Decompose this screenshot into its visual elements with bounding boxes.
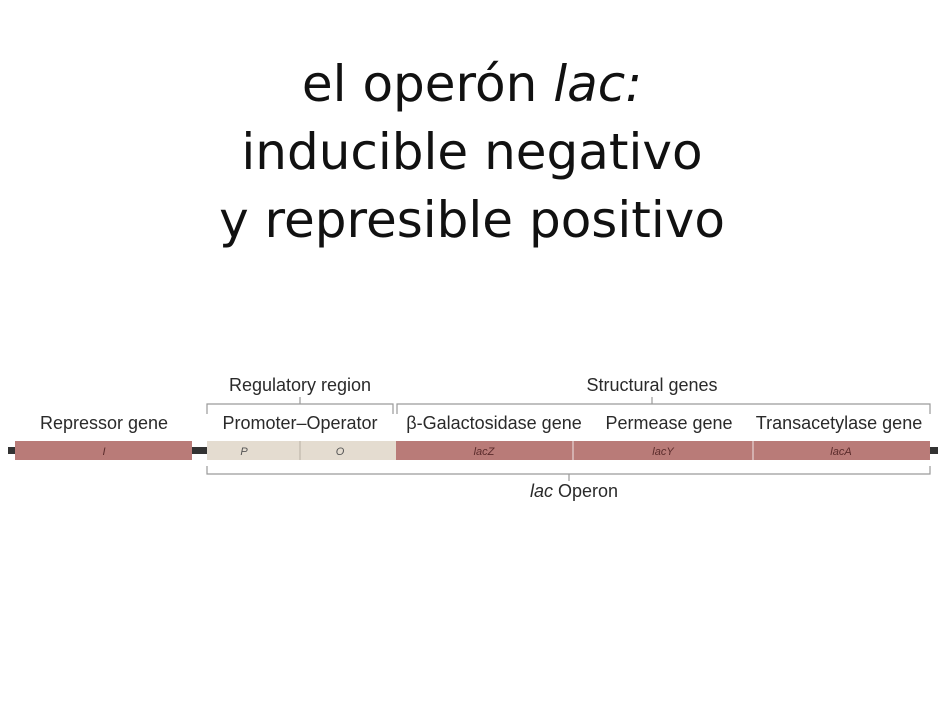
lac-operon-label-italic: lac <box>530 481 553 501</box>
lac-operon-label: lac Operon <box>530 481 618 501</box>
laca-segment-label: lacA <box>830 446 851 458</box>
lac-operon-bracket <box>206 466 931 481</box>
title-line-3: y represible positivo <box>219 191 725 249</box>
transacetylase-gene-label: Transacetylase gene <box>756 413 922 433</box>
operator-segment-label: O <box>336 446 345 458</box>
structural-genes-label: Structural genes <box>586 375 717 395</box>
slide-title: el operón lac: inducible negativo y repr… <box>0 50 944 254</box>
lacy-segment <box>573 441 753 460</box>
lacy-segment-label: lacY <box>652 446 674 458</box>
regulatory-region-label: Regulatory region <box>229 375 371 395</box>
repressor-gene-segment <box>15 441 192 460</box>
galactosidase-gene-label: β-Galactosidase gene <box>406 413 581 433</box>
repressor-segment-label: I <box>102 446 105 458</box>
laca-segment <box>753 441 930 460</box>
permease-gene-label: Permease gene <box>605 413 732 433</box>
promoter-segment <box>207 441 300 460</box>
structural-genes-bracket <box>396 397 931 414</box>
promoter-segment-label: P <box>240 446 248 458</box>
lacz-segment-label: lacZ <box>474 446 496 458</box>
repressor-gene-label: Repressor gene <box>40 413 168 433</box>
lac-operon-label-rest: Operon <box>553 481 618 501</box>
promoter-operator-label: Promoter–Operator <box>222 413 377 433</box>
title-line-1: el operón lac: <box>301 55 643 113</box>
operator-segment <box>300 441 396 460</box>
title-line-2: inducible negativo <box>241 123 703 181</box>
regulatory-region-bracket <box>206 397 394 414</box>
title-italic-lac: lac: <box>553 55 643 113</box>
lacz-segment <box>396 441 573 460</box>
